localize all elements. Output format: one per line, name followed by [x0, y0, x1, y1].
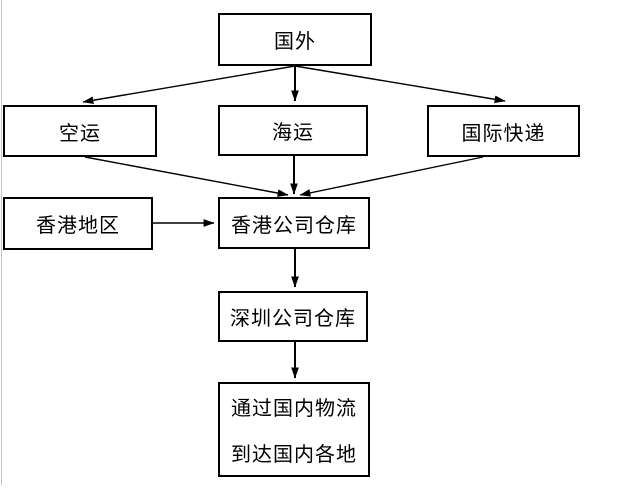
node-hk-warehouse: 香港公司仓库	[218, 197, 370, 249]
node-hk-region: 香港地区	[3, 197, 153, 250]
node-overseas: 国外	[218, 13, 372, 66]
node-hk-warehouse-label: 香港公司仓库	[231, 214, 357, 237]
node-domestic-delivery-line1: 通过国内物流	[231, 398, 357, 420]
node-sea-freight-label: 海运	[272, 122, 314, 144]
node-intl-express: 国际快递	[427, 105, 580, 157]
node-sea-freight: 海运	[218, 105, 368, 156]
node-air-freight-label: 空运	[59, 122, 101, 145]
page-edge-line	[1, 0, 2, 485]
node-sz-warehouse: 深圳公司仓库	[218, 291, 368, 342]
node-domestic-delivery: 通过国内物流 到达国内各地	[218, 382, 370, 477]
node-intl-express-label: 国际快递	[461, 122, 546, 145]
node-domestic-delivery-line2: 到达国内各地	[231, 444, 357, 466]
node-hk-region-label: 香港地区	[36, 215, 120, 237]
node-air-freight: 空运	[3, 105, 157, 157]
node-sz-warehouse-label: 深圳公司仓库	[230, 308, 356, 330]
node-overseas-label: 国外	[274, 31, 316, 53]
